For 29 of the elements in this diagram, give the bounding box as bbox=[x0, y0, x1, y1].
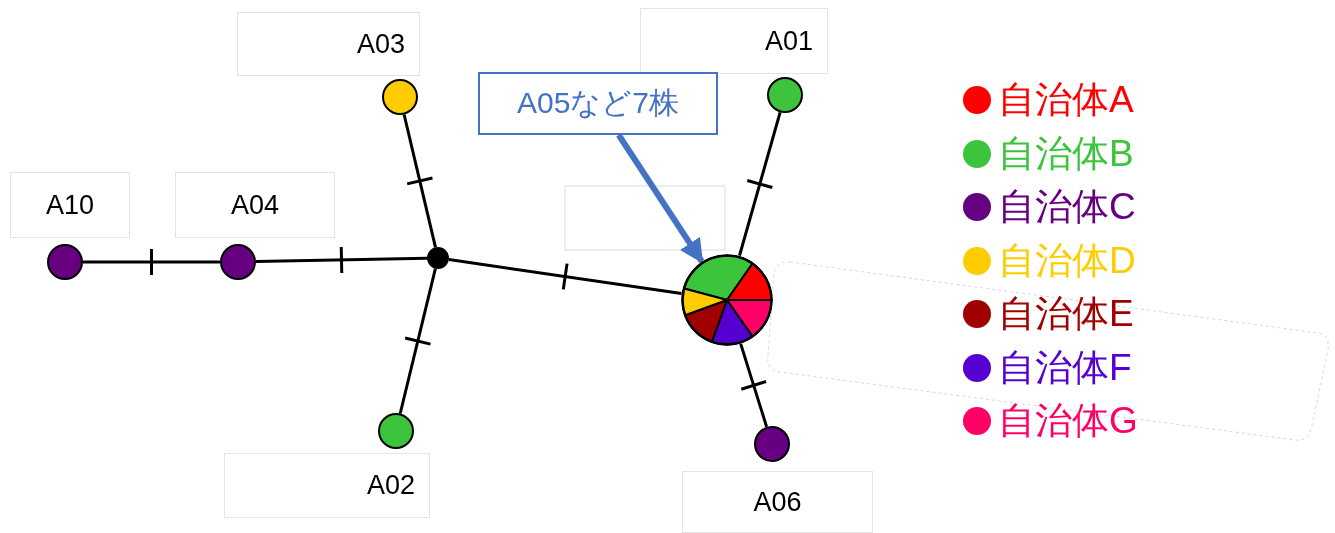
legend-label: 自治体B bbox=[998, 131, 1134, 176]
legend-label: 自治体D bbox=[998, 238, 1136, 283]
arrow bbox=[616, 133, 705, 264]
node-circle bbox=[220, 244, 256, 280]
node-circle bbox=[378, 413, 414, 449]
legend-label: 自治体A bbox=[998, 78, 1134, 122]
node-circle bbox=[767, 77, 803, 113]
connector-line bbox=[398, 268, 437, 414]
node-label: A06 bbox=[682, 471, 873, 533]
connector-line bbox=[255, 256, 428, 264]
connector-line bbox=[83, 260, 220, 264]
legend-label: 自治体F bbox=[998, 345, 1132, 390]
legend-label: 自治体G bbox=[998, 399, 1138, 443]
callout-box: A05など7株 bbox=[478, 72, 718, 135]
node-circle bbox=[754, 426, 790, 462]
legend-label: 自治体E bbox=[998, 292, 1134, 336]
junction-dot bbox=[427, 247, 449, 269]
pie-circle bbox=[681, 254, 773, 346]
node-label: A04 bbox=[175, 172, 335, 238]
node-label: A03 bbox=[237, 12, 420, 76]
connector-line bbox=[739, 343, 769, 428]
node-label: A02 bbox=[224, 453, 430, 518]
node-circle bbox=[382, 79, 418, 115]
legend-label: 自治体C bbox=[998, 185, 1136, 229]
connector-line bbox=[402, 114, 437, 248]
connector-line bbox=[448, 258, 682, 295]
node-label: A10 bbox=[10, 172, 130, 238]
node-circle bbox=[47, 244, 83, 280]
connector-line bbox=[738, 111, 782, 257]
